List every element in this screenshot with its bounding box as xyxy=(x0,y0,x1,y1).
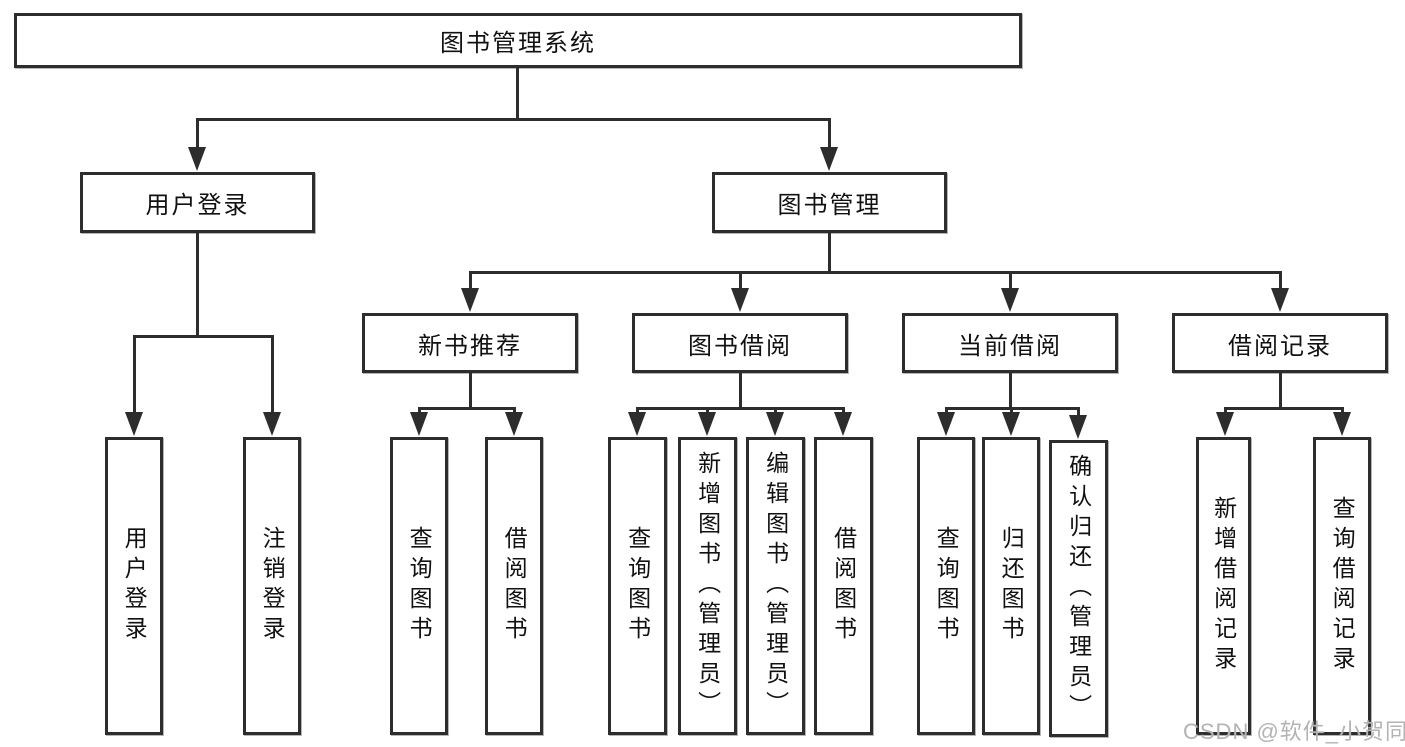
arrow-down-icon xyxy=(698,412,716,436)
leaf-edit-book-admin: 编辑图书（管理员） xyxy=(746,437,805,735)
node-book-management: 图书管理 xyxy=(712,172,947,233)
node-book-borrowing: 图书借阅 xyxy=(632,313,848,373)
connector-line xyxy=(469,271,472,292)
arrow-down-icon xyxy=(1271,288,1289,312)
leaf-borrow-books-recommend-label: 借阅图书 xyxy=(501,526,528,646)
connector-line xyxy=(1341,407,1344,416)
connector-line xyxy=(133,335,273,338)
connector-line xyxy=(774,407,777,416)
connector-line xyxy=(828,118,831,152)
arrow-down-icon xyxy=(461,288,479,312)
node-borrowing-records-label: 借阅记录 xyxy=(1228,332,1332,360)
connector-line xyxy=(1279,372,1282,410)
connector-line xyxy=(271,335,274,416)
node-book-management-label: 图书管理 xyxy=(777,192,882,219)
connector-line xyxy=(739,271,742,292)
arrow-down-icon xyxy=(1069,415,1087,439)
connector-line xyxy=(1279,271,1282,292)
arrow-down-icon xyxy=(820,147,838,171)
connector-line xyxy=(1010,407,1013,416)
connector-line xyxy=(636,407,639,416)
arrow-down-icon xyxy=(410,412,428,436)
node-new-book-recommend: 新书推荐 xyxy=(362,313,578,373)
leaf-user-login-label: 用户登录 xyxy=(121,526,148,646)
arrow-down-icon xyxy=(1002,412,1020,436)
leaf-edit-book-admin-label: 编辑图书（管理员） xyxy=(762,451,789,721)
leaf-add-book-admin: 新增图书（管理员） xyxy=(678,437,737,735)
csdn-watermark: CSDN @软件_小贺同学 xyxy=(1183,719,1405,744)
leaf-add-borrow-record: 新增借阅记录 xyxy=(1196,437,1251,735)
leaf-add-borrow-record-label: 新增借阅记录 xyxy=(1210,496,1237,676)
connector-line xyxy=(1224,407,1343,410)
connector-line xyxy=(133,335,136,416)
leaf-query-books-borrowing: 查询图书 xyxy=(608,437,667,735)
leaf-confirm-return-admin: 确认归还（管理员） xyxy=(1049,440,1108,737)
node-borrowing-records: 借阅记录 xyxy=(1172,313,1388,373)
leaf-query-books-recommend: 查询图书 xyxy=(390,437,448,735)
connector-line xyxy=(418,407,421,416)
connector-line xyxy=(842,407,845,416)
arrow-down-icon xyxy=(188,147,206,171)
connector-line xyxy=(636,407,844,410)
arrow-down-icon xyxy=(263,412,281,436)
node-user-login: 用户登录 xyxy=(80,172,315,233)
node-current-borrowing-label: 当前借阅 xyxy=(958,332,1062,360)
connector-line xyxy=(1009,372,1012,410)
leaf-query-books-borrowing-label: 查询图书 xyxy=(624,526,651,646)
leaf-return-book-label: 归还图书 xyxy=(998,526,1025,646)
leaf-query-borrow-record-label: 查询借阅记录 xyxy=(1329,496,1356,676)
arrow-down-icon xyxy=(1333,412,1351,436)
arrow-down-icon xyxy=(628,412,646,436)
arrow-down-icon xyxy=(125,412,143,436)
node-user-login-label: 用户登录 xyxy=(145,192,250,219)
leaf-query-borrow-record: 查询借阅记录 xyxy=(1313,437,1371,735)
connector-line xyxy=(1077,407,1080,419)
leaf-user-login: 用户登录 xyxy=(105,437,163,735)
connector-line xyxy=(516,67,519,120)
node-new-book-recommend-label: 新书推荐 xyxy=(418,332,522,360)
leaf-borrow-books-borrowing: 借阅图书 xyxy=(814,437,873,735)
arrow-down-icon xyxy=(937,412,955,436)
connector-line xyxy=(196,231,199,338)
leaf-return-book: 归还图书 xyxy=(982,437,1040,735)
connector-line xyxy=(1009,271,1012,292)
connector-line xyxy=(945,407,948,416)
node-root: 图书管理系统 xyxy=(14,13,1022,68)
connector-line xyxy=(469,372,472,410)
leaf-query-books-current: 查询图书 xyxy=(917,437,975,735)
arrow-down-icon xyxy=(505,412,523,436)
arrow-down-icon xyxy=(834,412,852,436)
leaf-logout-label: 注销登录 xyxy=(259,526,286,646)
connector-line xyxy=(739,372,742,410)
arrow-down-icon xyxy=(766,412,784,436)
connector-line xyxy=(469,271,1282,274)
arrow-down-icon xyxy=(1001,288,1019,312)
leaf-confirm-return-admin-label: 确认归还（管理员） xyxy=(1065,453,1092,724)
leaf-borrow-books-borrowing-label: 借阅图书 xyxy=(830,526,857,646)
leaf-add-book-admin-label: 新增图书（管理员） xyxy=(694,451,721,721)
leaf-query-books-recommend-label: 查询图书 xyxy=(406,526,433,646)
node-current-borrowing: 当前借阅 xyxy=(902,313,1118,373)
arrow-down-icon xyxy=(1216,412,1234,436)
connector-line xyxy=(418,407,515,410)
leaf-query-books-current-label: 查询图书 xyxy=(933,526,960,646)
node-root-label: 图书管理系统 xyxy=(440,30,596,57)
arrow-down-icon xyxy=(731,288,749,312)
connector-line xyxy=(196,118,831,121)
leaf-borrow-books-recommend: 借阅图书 xyxy=(485,437,543,735)
node-book-borrowing-label: 图书借阅 xyxy=(688,332,792,360)
connector-line xyxy=(1224,407,1227,416)
leaf-logout: 注销登录 xyxy=(243,437,301,735)
connector-line xyxy=(828,231,831,274)
connector-line xyxy=(196,118,199,152)
connector-line xyxy=(706,407,709,416)
connector-line xyxy=(513,407,516,416)
